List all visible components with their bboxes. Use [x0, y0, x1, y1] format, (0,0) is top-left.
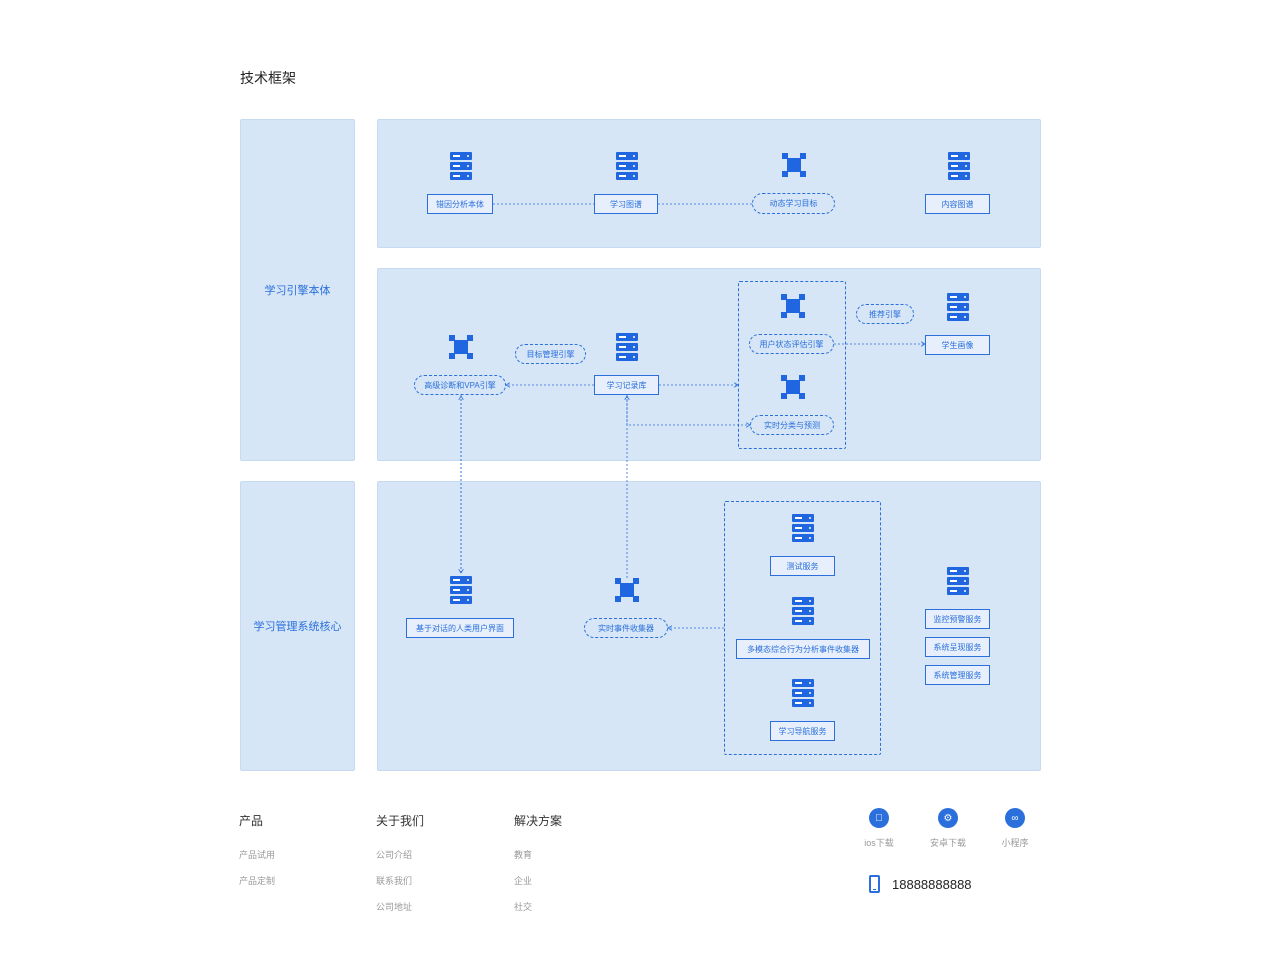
node-dialog-ui[interactable]: 基于对话的人类用户界面 [406, 618, 514, 638]
section-engine-label: 学习引擎本体 [240, 119, 355, 461]
server-icon [616, 333, 638, 361]
node-realtime-classify[interactable]: 实时分类与预测 [750, 415, 834, 435]
footer-link-social[interactable]: 社交 [514, 902, 533, 912]
section-core-label: 学习管理系统核心 [240, 481, 355, 771]
panel-ontology [377, 119, 1041, 248]
node-student-profile[interactable]: 学生画像 [925, 335, 990, 355]
footer-link-product-custom[interactable]: 产品定制 [239, 876, 276, 886]
node-event-collector[interactable]: 实时事件收集器 [584, 618, 668, 638]
footer-heading-solutions: 解决方案 [514, 814, 563, 828]
footer-heading-about: 关于我们 [376, 814, 425, 828]
section-core-text: 学习管理系统核心 [253, 621, 342, 633]
android-icon[interactable]: ⚙ [938, 808, 958, 828]
link-icon[interactable]: ∞ [1005, 808, 1025, 828]
link-record-classify [626, 395, 750, 425]
node-knowledge-graph[interactable]: 学习图谱 [594, 194, 658, 214]
node-recommend-engine[interactable]: 推荐引擎 [856, 304, 914, 324]
node-learning-record[interactable]: 学习记录库 [594, 375, 659, 395]
download-ios-label[interactable]: ios下载 [864, 838, 894, 848]
node-nav-service[interactable]: 学习导航服务 [770, 721, 835, 741]
node-content-graph[interactable]: 内容图谱 [925, 194, 990, 214]
node-diagnosis-engine[interactable]: 高级诊断和VPA引擎 [414, 375, 506, 395]
server-icon [450, 576, 472, 604]
phone-number: 18888888888 [892, 877, 972, 892]
node-admin-service[interactable]: 系统管理服务 [925, 665, 990, 685]
download-miniapp-label[interactable]: 小程序 [1001, 838, 1029, 848]
node-icon [781, 294, 805, 318]
footer-heading-product: 产品 [239, 814, 264, 828]
group-assessment [738, 281, 846, 449]
server-icon [792, 679, 814, 707]
server-icon [948, 152, 970, 180]
footer-link-product-trial[interactable]: 产品试用 [239, 850, 276, 860]
panel-engine [377, 268, 1041, 461]
group-services [724, 501, 881, 755]
server-icon [792, 597, 814, 625]
node-display-service[interactable]: 系统呈现服务 [925, 637, 990, 657]
node-icon [449, 335, 473, 359]
server-icon [947, 567, 969, 595]
server-icon [947, 293, 969, 321]
node-multimodal-collector[interactable]: 多模态综合行为分析事件收集器 [736, 639, 870, 659]
page-title: 技术框架 [240, 70, 296, 86]
footer-link-contact[interactable]: 联系我们 [376, 876, 413, 886]
node-user-state-engine[interactable]: 用户状态评估引擎 [749, 334, 834, 354]
footer-link-enterprise[interactable]: 企业 [514, 876, 533, 886]
node-icon [615, 578, 639, 602]
node-icon [782, 153, 806, 177]
node-icon [781, 375, 805, 399]
node-test-service[interactable]: 测试服务 [770, 556, 835, 576]
server-icon [450, 152, 472, 180]
download-android-label[interactable]: 安卓下载 [929, 838, 966, 848]
footer-link-company-intro[interactable]: 公司介绍 [376, 850, 413, 860]
node-dynamic-goal[interactable]: 动态学习目标 [752, 193, 835, 214]
footer-link-address[interactable]: 公司地址 [376, 902, 413, 912]
node-goal-engine[interactable]: 目标管理引擎 [515, 344, 586, 364]
footer-link-education[interactable]: 教育 [514, 850, 533, 860]
node-monitor-service[interactable]: 监控预警服务 [925, 609, 990, 629]
node-error-ontology[interactable]: 错因分析本体 [427, 194, 493, 214]
section-engine-text: 学习引擎本体 [264, 285, 331, 297]
apple-icon[interactable]:  [869, 808, 889, 828]
phone-icon [869, 875, 880, 893]
server-icon [616, 152, 638, 180]
server-icon [792, 514, 814, 542]
